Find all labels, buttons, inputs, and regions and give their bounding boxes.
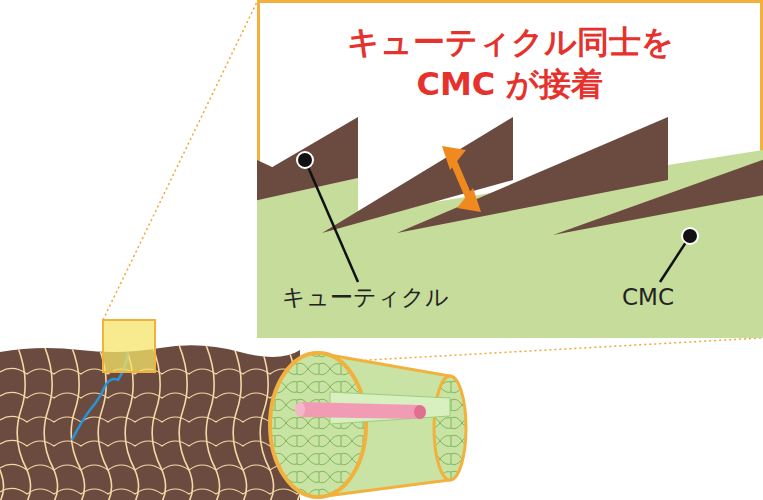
leader-line <box>660 228 698 282</box>
leader-line <box>297 152 358 282</box>
cross-section <box>270 353 466 497</box>
title-text: キューティクル同士を CMC が接着 <box>330 22 690 105</box>
inset-content <box>257 117 763 338</box>
part-label: CMC <box>622 284 674 312</box>
zoom-square <box>103 320 155 372</box>
zoom-line <box>103 2 257 320</box>
part-label: キューティクル <box>282 284 449 312</box>
gap-arrow <box>442 146 481 212</box>
cuticle-scale <box>553 150 763 235</box>
cuticle-scale <box>257 117 358 215</box>
